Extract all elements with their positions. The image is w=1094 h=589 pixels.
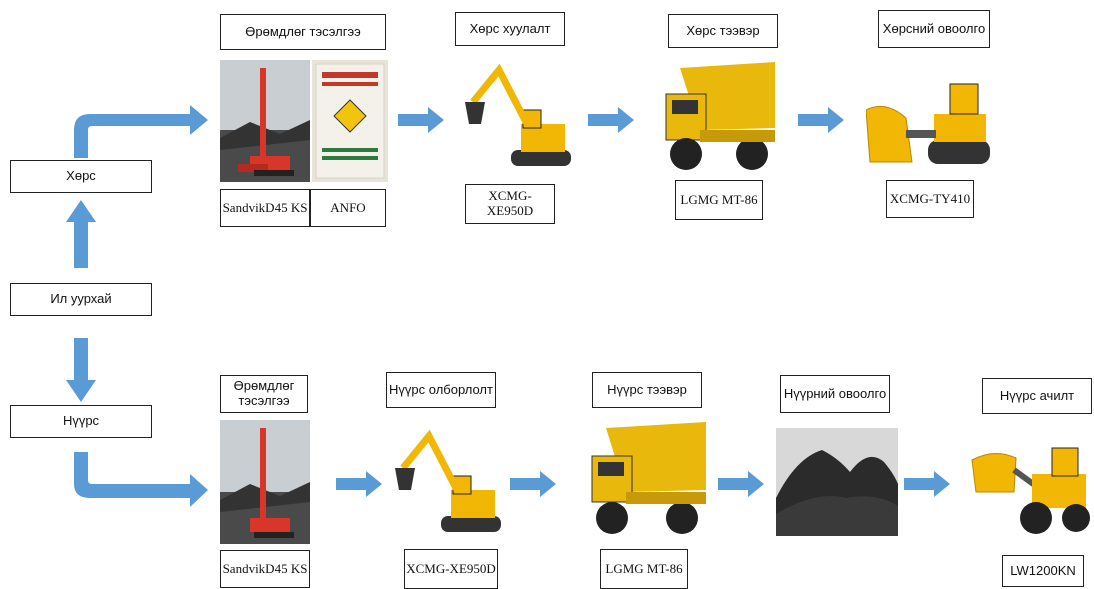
bottom-stage5-title: Нүүрс ачилт xyxy=(982,378,1092,414)
dump-truck-icon xyxy=(660,58,775,173)
node-upper: Хөрс xyxy=(10,160,152,193)
bulldozer-icon xyxy=(866,70,992,170)
top-stage4-title: Хөрсний овоолго xyxy=(878,10,990,48)
top-stage1-title: Өрөмдлөг тэсэлгээ xyxy=(220,14,386,50)
arrow-top-3 xyxy=(798,107,844,133)
bottom-stage2-title: Нүүрс олборлолт xyxy=(386,372,496,408)
arrow-top-2 xyxy=(588,107,634,133)
dump-truck-icon xyxy=(586,418,706,536)
drill-rig-icon xyxy=(220,60,310,182)
arrow-bottom-4 xyxy=(904,471,950,497)
top-stage2-title: Хөрс хуулалт xyxy=(455,12,565,46)
top-stage1-drill-model: SandvikD45 KS xyxy=(220,189,310,227)
top-stage3-title: Хөрс тээвэр xyxy=(668,14,778,48)
bottom-stage3-model: LGMG MT-86 xyxy=(600,549,688,589)
arrow-upper-bend xyxy=(74,105,208,158)
arrow-up-to-upper xyxy=(66,200,96,268)
arrow-bottom-2 xyxy=(510,471,556,497)
bottom-stage5-model: LW1200KN xyxy=(1002,555,1084,587)
arrow-bottom-1 xyxy=(336,471,382,497)
drill-rig-icon xyxy=(220,420,310,544)
excavator-icon xyxy=(465,62,575,170)
arrow-down-to-lower xyxy=(66,338,96,402)
coal-pile-icon xyxy=(776,428,898,536)
node-lower: Нүүрс xyxy=(10,405,152,438)
arrow-lower-bend xyxy=(74,452,208,507)
top-stage3-model: LGMG MT-86 xyxy=(675,180,763,220)
bottom-stage2-model: XCMG-XE950D xyxy=(404,549,498,589)
anfo-bag-icon xyxy=(312,60,388,182)
node-root: Ил уурхай xyxy=(10,283,152,316)
wheel-loader-icon xyxy=(970,440,1092,536)
bottom-stage4-title: Нүүрний овоолго xyxy=(780,375,890,413)
bottom-stage1-title: Өрөмдлөг тэсэлгээ xyxy=(220,375,308,413)
arrow-top-1 xyxy=(398,107,444,133)
top-stage1-explosive: ANFO xyxy=(310,189,386,227)
top-stage4-model: XCMG-TY410 xyxy=(886,180,974,218)
arrow-bottom-3 xyxy=(718,471,764,497)
top-stage2-model: XCMG-XE950D xyxy=(465,184,555,224)
bottom-stage3-title: Нүүрс тээвэр xyxy=(592,372,702,408)
bottom-stage1-model: SandvikD45 KS xyxy=(220,550,310,588)
excavator-icon xyxy=(395,428,505,536)
